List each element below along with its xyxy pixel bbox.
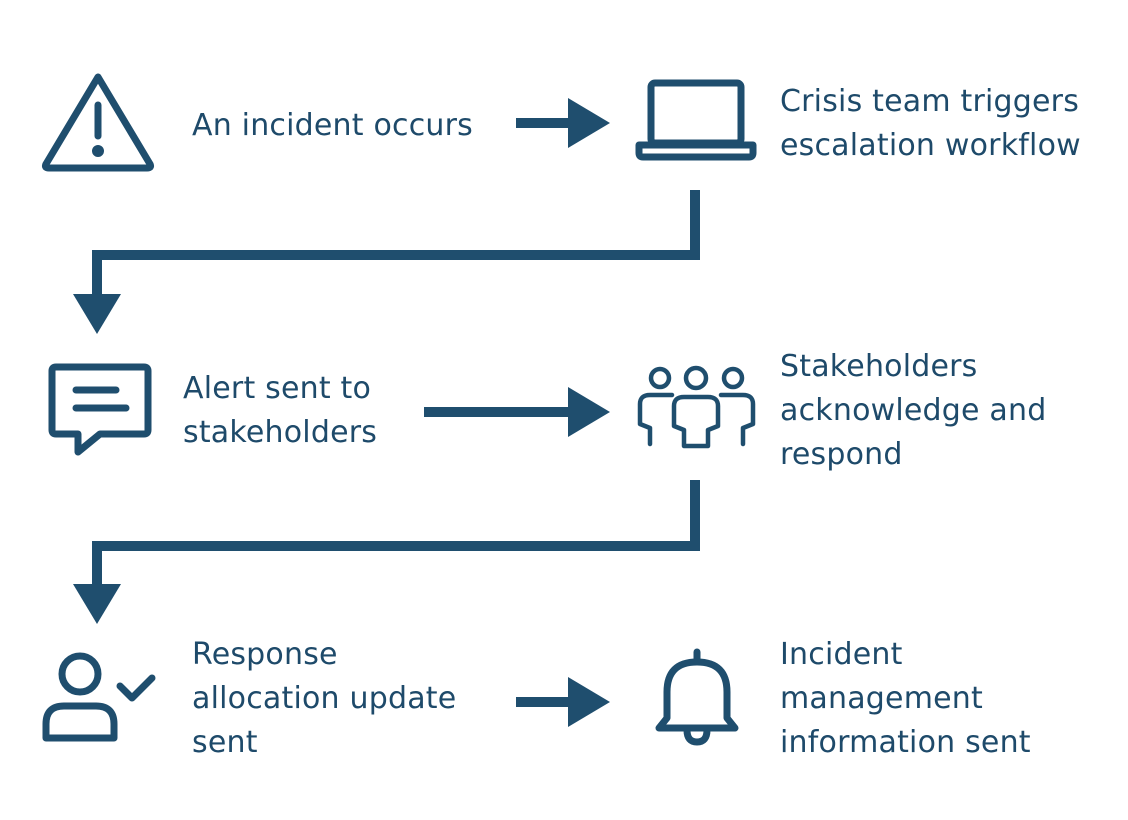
arrow-step1-to-step2 xyxy=(516,98,610,148)
connector-row2-arrowhead xyxy=(73,584,121,624)
step-2-label: Crisis team triggers escalation workflow xyxy=(780,84,1081,163)
arrow-step3-to-step4 xyxy=(424,387,610,437)
step-1-label: An incident occurs xyxy=(192,108,473,143)
warning-triangle-icon xyxy=(41,73,155,172)
user-check-icon xyxy=(42,652,156,742)
step-5-label: Response allocation update sent xyxy=(192,637,457,760)
step-4-label: Stakeholders acknowledge and respond xyxy=(780,349,1047,472)
bell-icon xyxy=(655,648,739,746)
chat-message-icon xyxy=(48,363,152,456)
connector-row1-to-row2 xyxy=(92,190,700,300)
laptop-icon xyxy=(635,79,757,161)
arrow-step5-to-step6 xyxy=(516,677,610,727)
connector-row2-to-row3 xyxy=(92,480,700,590)
step-3-label: Alert sent to stakeholders xyxy=(183,371,378,450)
step-6-label: Incident management information sent xyxy=(780,637,1031,760)
group-people-icon xyxy=(637,365,756,449)
connector-row1-arrowhead xyxy=(73,294,121,334)
